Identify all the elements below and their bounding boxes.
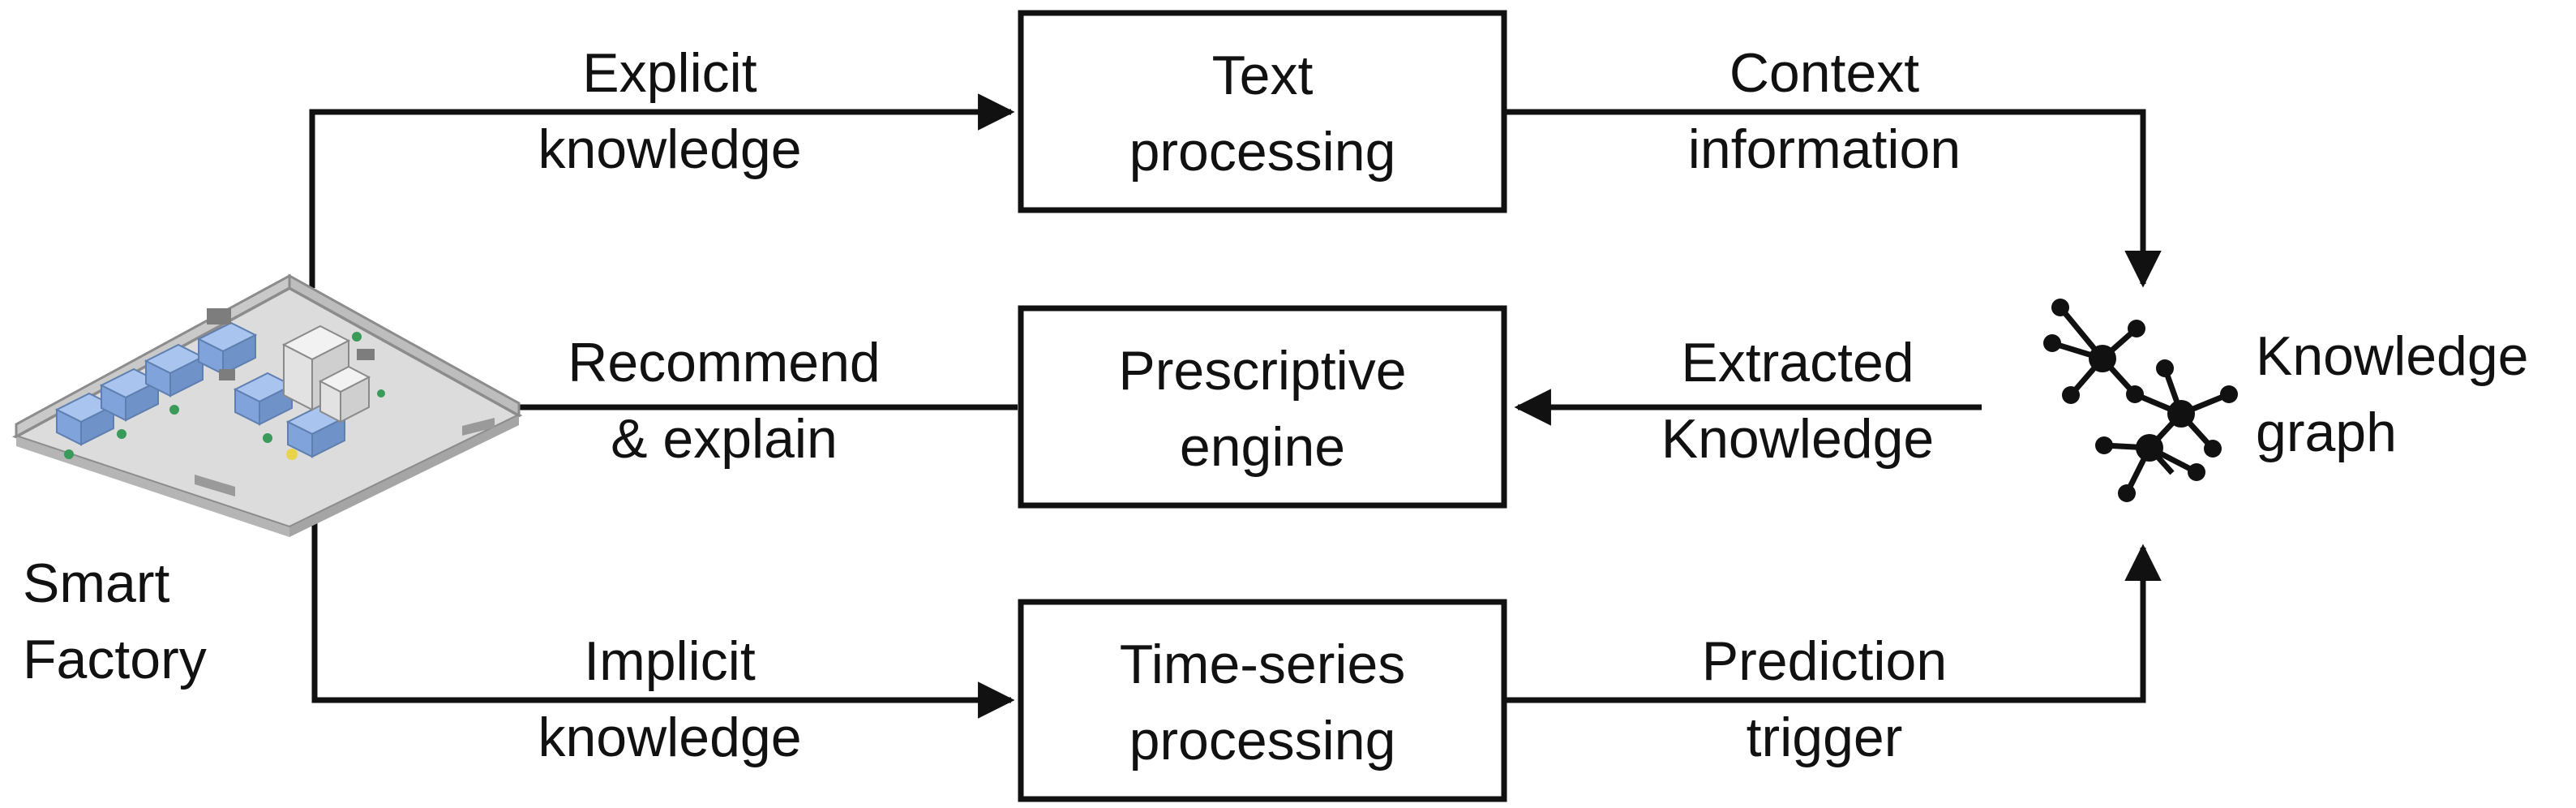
implicit-knowledge-label-line2: knowledge [538,707,801,768]
context-information-arrow [1504,109,2162,288]
prescriptive-engine-label-line1: Prescriptive [1118,340,1406,402]
explicit-knowledge-label-line2: knowledge [538,118,801,180]
prediction-trigger-arrow [1504,544,2162,703]
text-processing-label-line1: Text [1212,45,1314,106]
time-series-processing-label-line2: processing [1129,710,1396,771]
explicit-knowledge-label-line1: Explicit [582,42,757,104]
recommend-explain-label-line2: & explain [611,408,838,470]
knowledge-graph-icon [2043,299,2238,502]
context-information-label-line1: Context [1729,42,1919,104]
smart-factory-icon [11,273,523,537]
knowledge-graph-label-line2: graph [2256,402,2397,463]
extracted-knowledge-label-line1: Extracted [1681,332,1914,393]
smart-factory-label-line1: Smart [23,552,169,614]
extracted-knowledge-label-line2: Knowledge [1661,408,1934,470]
explicit-knowledge-arrow [309,93,1015,288]
prescriptive-engine-box: Prescriptive engine [1018,305,1507,509]
context-information-label-line2: information [1688,118,1961,180]
implicit-knowledge-arrow [311,511,1015,719]
prediction-trigger-label-line2: trigger [1747,707,1903,768]
text-processing-box: Text processing [1018,10,1507,213]
prediction-trigger-label-line1: Prediction [1702,630,1947,692]
time-series-processing-label-line1: Time-series [1120,634,1406,695]
knowledge-graph-label-line1: Knowledge [2256,325,2528,387]
implicit-knowledge-label-line1: Implicit [584,630,756,692]
recommend-explain-label-line1: Recommend [568,332,881,393]
text-processing-label-line2: processing [1129,121,1396,183]
time-series-processing-box: Time-series processing [1018,599,1507,802]
prescriptive-engine-label-line2: engine [1180,416,1345,478]
smart-factory-label-line2: Factory [23,629,207,690]
